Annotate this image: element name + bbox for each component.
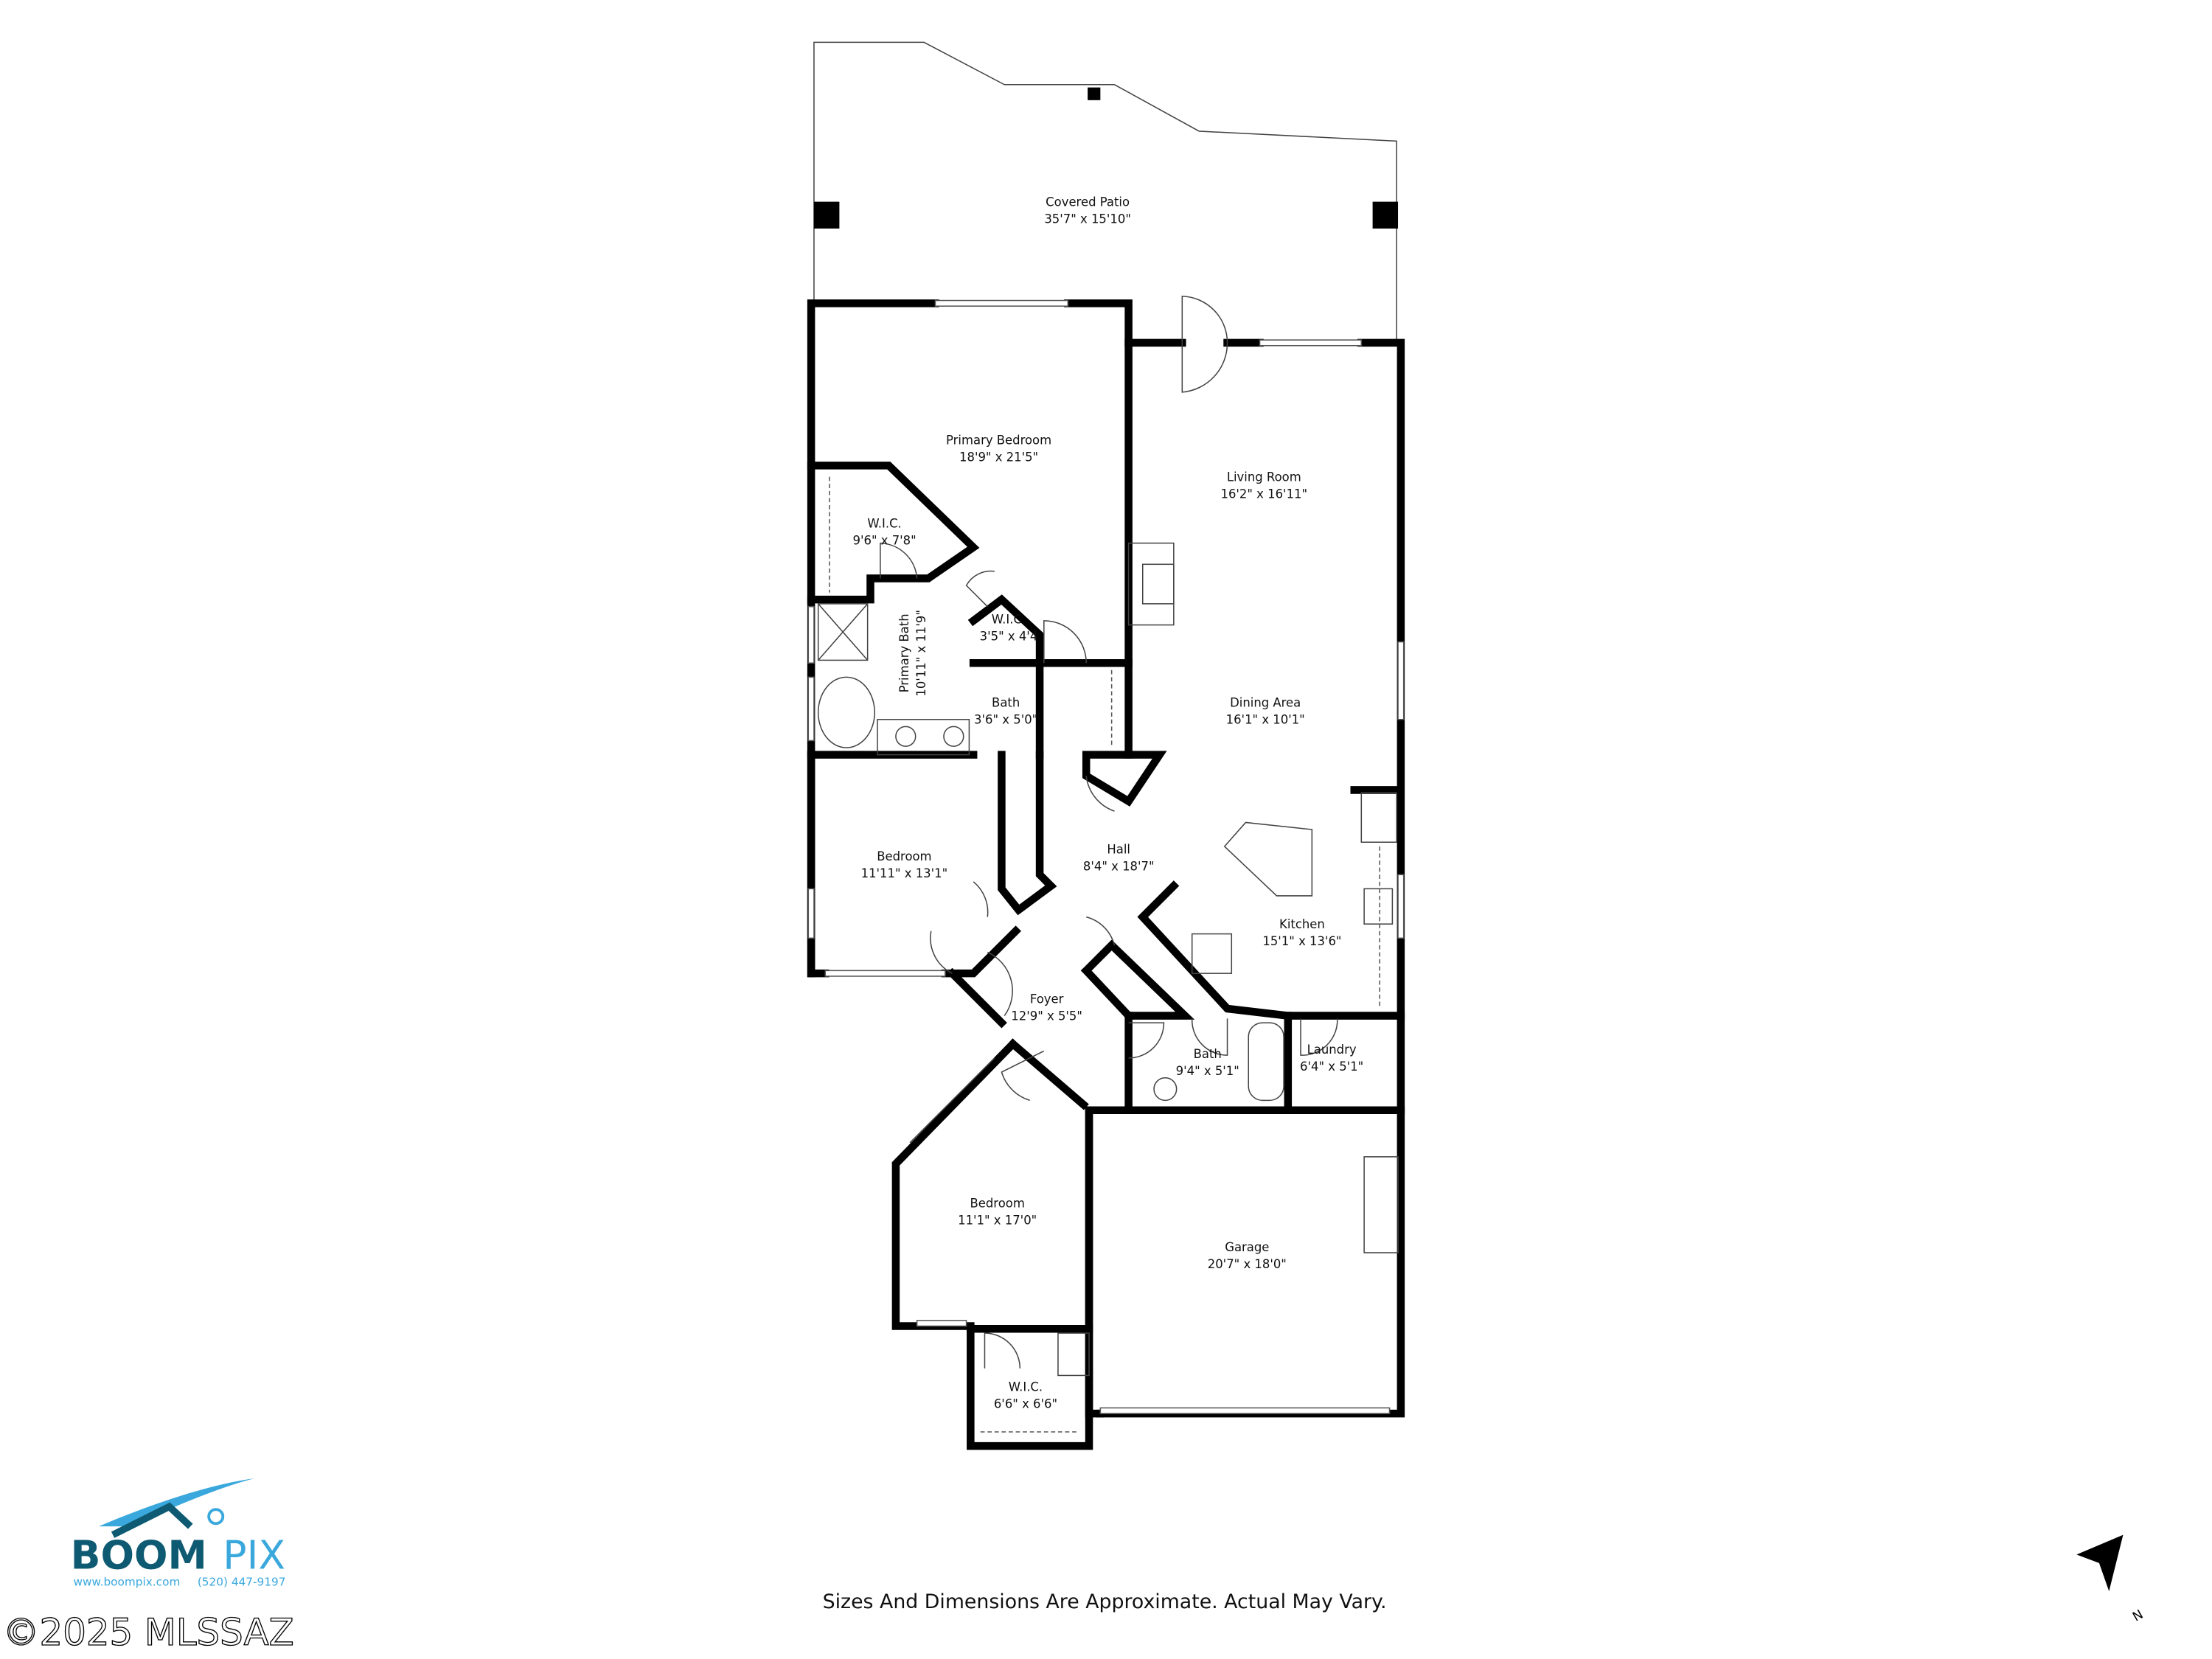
svg-text:15'1" x 13'6": 15'1" x 13'6" [1262,934,1341,948]
room-label-bath-hall: Bath 9'4" x 5'1" [1176,1047,1239,1078]
svg-text:Foyer: Foyer [1030,992,1064,1006]
svg-text:BOOM: BOOM [71,1532,207,1579]
svg-text:Primary Bedroom: Primary Bedroom [946,434,1051,448]
svg-text:9'4" x 5'1": 9'4" x 5'1" [1176,1064,1239,1078]
room-label-garage: Garage 20'7" x 18'0" [1208,1240,1287,1271]
svg-text:6'6" x 6'6": 6'6" x 6'6" [994,1397,1057,1411]
windows [807,299,1405,1414]
svg-text:Garage: Garage [1225,1240,1269,1254]
svg-text:W.I.C.: W.I.C. [992,613,1026,627]
svg-text:Bedroom: Bedroom [970,1197,1024,1211]
svg-text:16'1" x 10'1": 16'1" x 10'1" [1226,713,1305,727]
room-label-foyer: Foyer 12'9" x 5'5" [1011,992,1082,1023]
svg-text:20'7" x 18'0": 20'7" x 18'0" [1208,1257,1287,1271]
svg-text:16'2" x 16'11": 16'2" x 16'11" [1221,487,1308,501]
svg-text:W.I.C.: W.I.C. [1009,1380,1043,1394]
svg-text:W.I.C.: W.I.C. [867,517,901,531]
svg-text:18'9" x 21'5": 18'9" x 21'5" [959,451,1038,465]
room-label-wic-small: W.I.C. 3'5" x 4'4 [980,613,1038,644]
svg-text:10'11" x 11'9": 10'11" x 11'9" [914,610,928,697]
boompix-logo: BOOM PIX www.boompix.com (520) 447-9197 [71,1478,286,1589]
room-label-primary-bedroom: Primary Bedroom 18'9" x 21'5" [946,434,1051,465]
svg-text:9'6" x 7'8": 9'6" x 7'8" [853,534,917,548]
room-label-laundry: Laundry 6'4" x 5'1" [1300,1043,1363,1074]
svg-text:Primary Bath: Primary Bath [897,613,911,692]
room-label-covered-patio: Covered Patio 35'7" x 15'10" [1044,195,1131,226]
svg-text:Bath: Bath [1194,1047,1222,1061]
svg-text:Living Room: Living Room [1227,470,1301,484]
fixtures [817,476,1399,1433]
copyright-watermark: ©2025 MLSSAZ [3,1611,294,1654]
room-label-living-room: Living Room 16'2" x 16'11" [1221,470,1308,501]
svg-text:3'6" x 5'0": 3'6" x 5'0" [974,713,1037,727]
svg-text:6'4" x 5'1": 6'4" x 5'1" [1300,1060,1363,1074]
room-label-hall: Hall 8'4" x 18'7" [1083,843,1155,874]
svg-text:Covered Patio: Covered Patio [1046,195,1130,209]
room-label-bedroom-3: Bedroom 11'1" x 17'0" [958,1197,1037,1228]
svg-text:3'5" x 4'4: 3'5" x 4'4 [980,630,1038,644]
svg-text:N: N [2130,1607,2146,1625]
room-label-dining-area: Dining Area 16'1" x 10'1" [1226,696,1305,727]
svg-text:12'9" x 5'5": 12'9" x 5'5" [1011,1009,1082,1023]
svg-text:(520) 447-9197: (520) 447-9197 [198,1576,286,1589]
room-label-bath-small: Bath 3'6" x 5'0" [974,696,1037,727]
svg-text:35'7" x 15'10": 35'7" x 15'10" [1044,212,1131,226]
svg-text:Kitchen: Kitchen [1279,917,1325,931]
room-label-wic-primary: W.I.C. 9'6" x 7'8" [853,517,917,548]
svg-text:Bath: Bath [992,696,1020,710]
room-label-kitchen: Kitchen 15'1" x 13'6" [1262,917,1341,948]
compass-north-arrow-icon: N [2076,1534,2146,1625]
svg-text:Dining Area: Dining Area [1230,696,1301,710]
disclaimer-text: Sizes And Dimensions Are Approximate. Ac… [823,1590,1387,1613]
svg-text:8'4" x 18'7": 8'4" x 18'7" [1083,859,1155,873]
room-label-bedroom-2: Bedroom 11'11" x 13'1" [861,849,948,880]
room-label-wic-bedroom3: W.I.C. 6'6" x 6'6" [994,1380,1057,1411]
svg-text:PIX: PIX [223,1532,285,1579]
svg-text:Hall: Hall [1107,843,1130,857]
svg-text:11'1" x 17'0": 11'1" x 17'0" [958,1214,1037,1228]
svg-text:Laundry: Laundry [1307,1043,1357,1057]
svg-text:www.boompix.com: www.boompix.com [73,1576,180,1589]
svg-text:Bedroom: Bedroom [877,849,931,863]
covered-patio-outline [813,41,1399,343]
svg-text:11'11" x 13'1": 11'11" x 13'1" [861,866,948,880]
doors [880,295,1338,1368]
